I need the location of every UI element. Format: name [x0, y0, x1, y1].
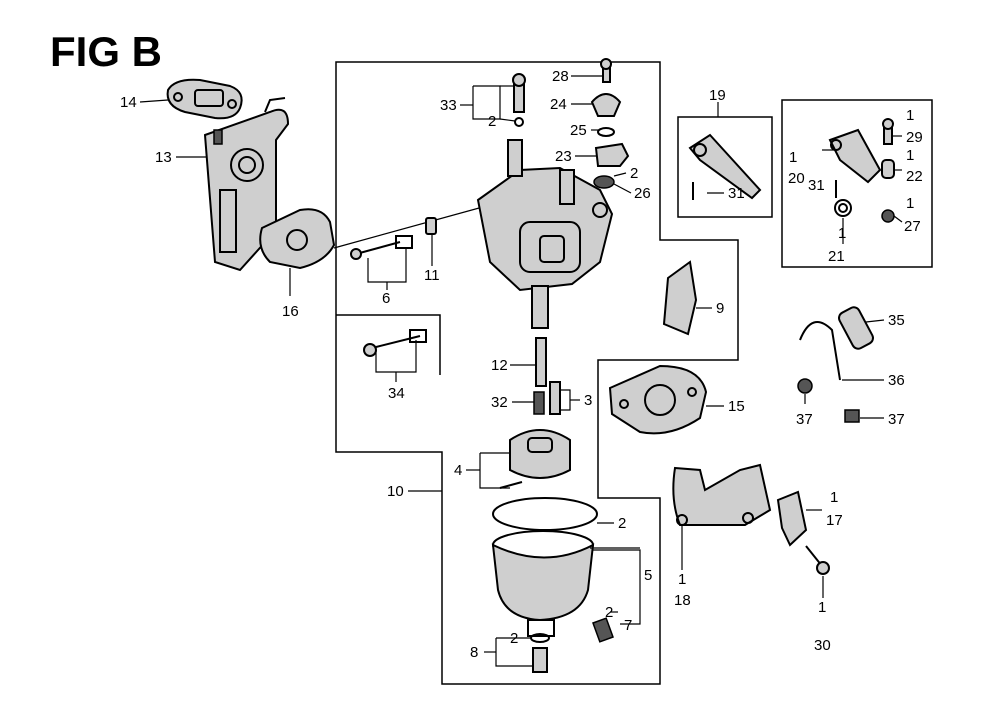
- part-35-tube: [838, 306, 874, 350]
- callout-12: 12: [491, 357, 508, 374]
- part-28-screw: [600, 58, 612, 83]
- callout-5: 5: [644, 567, 652, 584]
- callout-8: 8: [470, 644, 478, 661]
- callout-33: 33: [440, 97, 457, 114]
- callout-32: 32: [491, 394, 508, 411]
- callout-1-d: 1: [906, 195, 914, 212]
- part-26-nut: [593, 175, 615, 189]
- callout-9: 9: [716, 300, 724, 317]
- part-21-spring: [834, 199, 852, 217]
- callout-20: 20: [788, 170, 805, 187]
- part-25-washer: [597, 127, 615, 137]
- callout-16: 16: [282, 303, 299, 320]
- callout-17: 17: [826, 512, 843, 529]
- callout-1-b: 1: [789, 149, 797, 166]
- callout-1-e: 1: [838, 225, 846, 242]
- leader-lines: [139, 75, 903, 667]
- part-20-throttle-lever: [828, 128, 882, 184]
- callout-2-c: 2: [618, 515, 626, 532]
- part-7-drain-screw: [592, 617, 614, 643]
- callout-13: 13: [155, 149, 172, 166]
- callout-29: 29: [906, 129, 923, 146]
- part-29-screw: [882, 118, 894, 145]
- callout-6: 6: [382, 290, 390, 307]
- callout-30: 30: [814, 637, 831, 654]
- part-4-float: [499, 429, 571, 489]
- part-36-hose: [799, 321, 841, 381]
- part-carburetor-body: [476, 139, 614, 329]
- callout-34: 34: [388, 385, 405, 402]
- part-17-bracket: [776, 490, 808, 547]
- callout-37-a: 37: [796, 411, 813, 428]
- part-34-screw: [363, 329, 427, 357]
- callout-18: 18: [674, 592, 691, 609]
- callout-1-a: 1: [906, 107, 914, 124]
- callout-15: 15: [728, 398, 745, 415]
- callout-3: 3: [584, 392, 592, 409]
- part-11-pin: [425, 217, 437, 235]
- callout-14: 14: [120, 94, 137, 111]
- part-12-jet: [535, 337, 547, 387]
- callout-23: 23: [555, 148, 572, 165]
- callout-1-f: 1: [830, 489, 838, 506]
- part-19-lever: [688, 133, 762, 200]
- part-37-clip-a: [797, 378, 813, 394]
- callout-4: 4: [454, 462, 462, 479]
- sub-assembly-outline-20: [781, 99, 933, 268]
- part-6-screw: [350, 235, 413, 260]
- sub-assembly-outline-19: [677, 116, 773, 218]
- part-33-screw: [512, 73, 526, 127]
- part-23-bracket: [594, 142, 630, 167]
- callout-11: 11: [424, 267, 440, 284]
- callout-21: 21: [828, 248, 845, 265]
- callout-31-a: 31: [728, 185, 745, 202]
- part-27-nut: [881, 209, 895, 223]
- callout-35: 35: [888, 312, 905, 329]
- part-22-spacer: [881, 159, 895, 179]
- callout-10: 10: [387, 483, 404, 500]
- part-9-choke: [662, 260, 698, 336]
- part-37-clip-b: [844, 409, 860, 423]
- callout-22: 22: [906, 168, 923, 185]
- sub-assembly-outline-34: [336, 314, 441, 375]
- part-3-jet: [549, 381, 561, 415]
- part-24-cap: [590, 93, 622, 117]
- callout-2-a: 2: [488, 113, 496, 130]
- callout-26: 26: [634, 185, 651, 202]
- callout-1-h: 1: [818, 599, 826, 616]
- callout-24: 24: [550, 96, 567, 113]
- part-15-gasket: [608, 364, 708, 435]
- callout-1-c: 1: [906, 147, 914, 164]
- part-16-insulator: [259, 204, 491, 270]
- callout-19: 19: [709, 87, 726, 104]
- callout-28: 28: [552, 68, 569, 85]
- part-32-jet: [533, 391, 545, 415]
- part-5-float-bowl: [491, 497, 598, 637]
- part-8-bolt: [530, 633, 550, 673]
- part-18-plate: [672, 463, 772, 526]
- callout-7: 7: [624, 617, 632, 634]
- part-14-gasket: [166, 78, 243, 120]
- callout-numbers: 14 13 16 33 2 28 24 25 23 2 26 6 11 34 1…: [120, 68, 923, 661]
- callout-36: 36: [888, 372, 905, 389]
- callout-37-b: 37: [888, 411, 905, 428]
- main-assembly-outline: [335, 61, 739, 685]
- callout-31-b: 31: [808, 177, 825, 194]
- figure-title: FIG B: [50, 28, 162, 75]
- group-outlines: [335, 61, 933, 685]
- callout-1-g: 1: [678, 571, 686, 588]
- part-30-bolt: [805, 545, 830, 575]
- callout-2-e: 2: [510, 630, 518, 647]
- callout-25: 25: [570, 122, 587, 139]
- callout-2-d: 2: [605, 604, 613, 621]
- callout-2-b: 2: [630, 165, 638, 182]
- callout-27: 27: [904, 218, 921, 235]
